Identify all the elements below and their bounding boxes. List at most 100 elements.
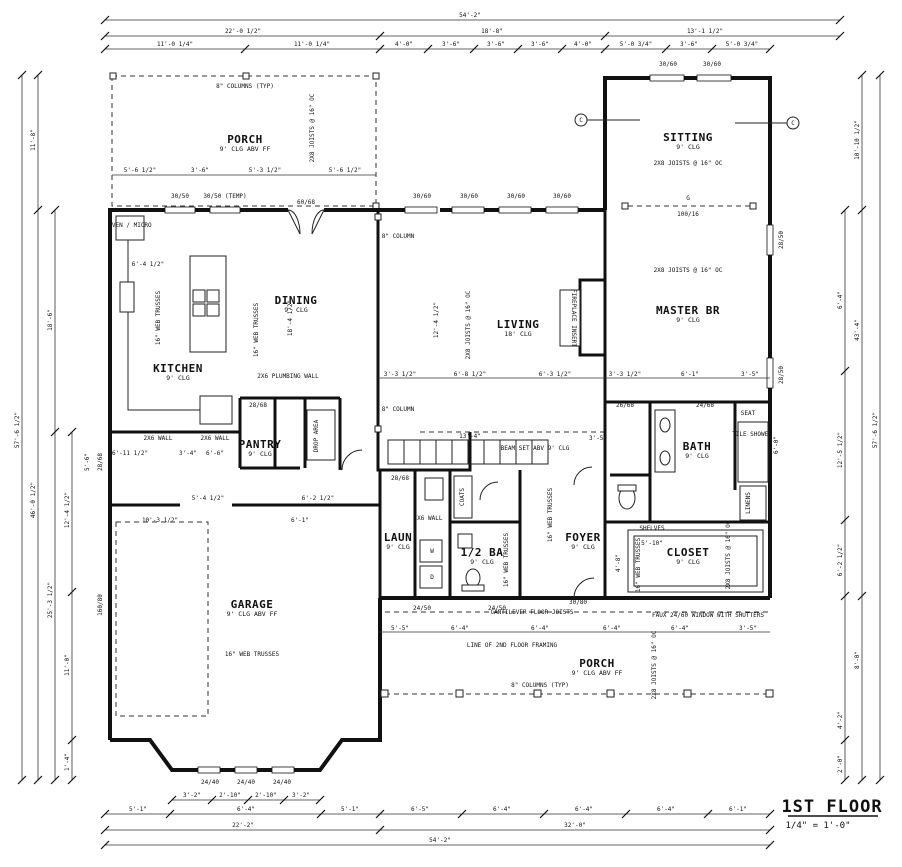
note-joists-living: 2X8 JOISTS @ 16" OC [465, 290, 472, 359]
dim-int-s3: 12'-4 1/2" [433, 302, 440, 338]
win-liv2: 30/60 [460, 193, 478, 200]
dim-int-k4: 6'-1" [291, 517, 309, 524]
oven [115, 215, 145, 241]
room-laun: LAUN [384, 531, 413, 544]
dim-porch-c: 5'-3 1/2" [249, 167, 282, 174]
dim-int-l3: 6'-3 1/2" [539, 371, 572, 378]
win-mbr-side2: 28/50 [778, 366, 785, 384]
top-dimensions: 54'-2" 22'-0 1/2" 18'-8" 13'-1 1/2" 11'-… [100, 12, 845, 68]
top-porch: 8" COLUMNS (TYP) PORCH 9' CLG ABV FF 2X8… [109, 72, 571, 210]
dim-int-f4: 6'-4" [671, 625, 689, 632]
note-coats: COATS [459, 488, 466, 506]
dim-porch-d: 5'-6 1/2" [329, 167, 362, 174]
porch-column [372, 72, 380, 80]
dim-left-g: 5'-6" [84, 453, 91, 471]
win-front2: 24/50 [488, 605, 506, 612]
room-kitchen: KITCHEN [153, 362, 203, 375]
dim-int-k1: 5'-4 1/2" [192, 495, 225, 502]
room-bath-clg: 9' CLG [685, 452, 709, 460]
win-gar-bot1: 24/40 [201, 779, 219, 786]
dim-left-d: 12'-4 1/2" [64, 492, 71, 528]
dim-int-k3: 10'-3 1/2" [142, 517, 178, 524]
dim-bot-b5: 6'-1" [729, 806, 747, 813]
note-cantilever: CANTILEVER FLOOR JOISTS [490, 609, 573, 616]
dim-left-a: 11'-8" [30, 129, 37, 151]
dim-top-a1: 11'-0 1/4" [157, 41, 193, 48]
room-porch-top-clg: 9' CLG ABV FF [220, 145, 271, 153]
win-liv4: 30/60 [553, 193, 571, 200]
dim-int-s9: 4'-8" [615, 554, 622, 572]
right-dimensions: 57'-6 1/2" 10'-10 1/2" 43'-4" 8'-0" 6'-4… [778, 70, 885, 785]
left-dimensions: 57'-6 1/2" 11'-8" 46'-0 1/2" 18'-6" 25'-… [14, 70, 104, 785]
room-living-clg: 18' CLG [504, 330, 531, 338]
note-closet-trusses: 16" WEB TRUSSES [635, 538, 642, 593]
room-laun-clg: 9' CLG [386, 543, 410, 551]
window-g: G [686, 195, 690, 202]
win-garage-door: 160/80 [97, 594, 104, 616]
room-garage: GARAGE [231, 598, 274, 611]
dim-int-m3: 3'-5" [741, 371, 759, 378]
dim-top-c3: 5'-0 3/4" [726, 41, 759, 48]
dim-int-f1: 5'-5" [391, 625, 409, 632]
room-half-bath-clg: 9' CLG [470, 558, 494, 566]
room-sitting-clg: 9' CLG [676, 143, 700, 151]
note-2x6-wall-a: 2X6 WALL [144, 435, 173, 442]
room-foyer-clg: 9' CLG [571, 543, 595, 551]
master-bedroom: 2X8 JOISTS @ 16" OC MASTER BR 9' CLG FIR… [559, 210, 770, 404]
dim-bot-a3: 5'-1" [341, 806, 359, 813]
note-joists-closet: 2X8 JOISTS @ 16" OC [725, 520, 732, 589]
note-column-b: 8" COLUMN [382, 406, 415, 413]
win-front3: 30/80 [569, 599, 587, 606]
dim-bot-a2: 6'-4" [237, 806, 255, 813]
windows-north [164, 74, 774, 774]
win-gar-bot2: 24/40 [237, 779, 255, 786]
dim-right-g: 4'-2" [837, 711, 844, 729]
note-2x6-wall-b: 2X6 WALL [201, 435, 230, 442]
win-bath: 24/68 [696, 402, 714, 409]
dim-right-b: 43'-4" [854, 319, 861, 341]
dim-top-b3: 3'-6" [487, 41, 505, 48]
kitchen: OVEN / MICRO 16" WEB TRUSSES KITCHEN 9' … [108, 215, 240, 457]
dim-int-f5: 3'-5" [589, 435, 607, 442]
porch-column [109, 72, 117, 80]
dim-int-f3: 6'-4" [603, 625, 621, 632]
dim-top-b1: 4'-0" [395, 41, 413, 48]
note-dining-trusses: 16" WEB TRUSSES [253, 303, 260, 358]
note-shelves: SHELVES [639, 525, 665, 532]
dim-bot-b1: 6'-5" [411, 806, 429, 813]
note-joists-porch: 2X8 JOISTS @ 16" OC [309, 93, 316, 162]
dim-left-h: 1'-4" [64, 753, 71, 771]
note-kitchen-trusses: 16" WEB TRUSSES [155, 291, 162, 346]
room-porch-front: PORCH [579, 657, 615, 670]
dim-top-b4: 3'-6" [531, 41, 549, 48]
title-main: 1ST FLOOR [781, 797, 882, 817]
dim-bot-total: 54'-2" [429, 837, 451, 844]
dim-left-b: 18'-6" [47, 309, 54, 331]
dim-right-a: 10'-10 1/2" [854, 120, 861, 160]
win-bath2: 26/68 [616, 402, 634, 409]
dim-left-e: 25'-3 1/2" [47, 582, 54, 618]
dining-pantry: DINING 9' CLG 16" WEB TRUSSES 18'-4 1/2"… [110, 294, 380, 524]
title-scale: 1/4" = 1'-0" [785, 821, 850, 831]
win-liv1: 30/60 [413, 193, 431, 200]
dim-left-f: 11'-0" [64, 654, 71, 676]
dim-top-c2: 3'-6" [680, 41, 698, 48]
dim-top-a: 22'-0 1/2" [225, 28, 261, 35]
dim-top-b: 18'-8" [481, 28, 503, 35]
note-columns-top: 8" COLUMNS (TYP) [216, 83, 274, 90]
dim-right-total: 57'-6 1/2" [872, 412, 879, 448]
sitting-room: C C SITTING 9' CLG 2X8 JOISTS @ 16" OC G… [574, 113, 800, 218]
note-oven: OVEN / MICRO [108, 222, 152, 229]
note-plumbing-wall: 2X6 PLUMBING WALL [257, 373, 319, 380]
win-dining-door: 60/68 [297, 199, 315, 206]
dim-int-m2: 6'-1" [681, 371, 699, 378]
note-halfbath-trusses: 16" WEB TRUSSES [503, 533, 510, 588]
drawing-title: 1ST FLOOR 1/4" = 1'-0" [781, 797, 882, 831]
note-2x6-wall-c: 2X6 WALL [414, 515, 443, 522]
front-porch: 5'-5" 6'-4" 6'-4" 6'-4" 6'-4" 3'-5" 24/5… [380, 599, 774, 699]
dim-int-s6: 3'-4" [179, 450, 197, 457]
win-mbr-side1: 28/50 [778, 231, 785, 249]
dim-top-c1: 5'-0 3/4" [620, 41, 653, 48]
dim-int-k2: 6'-2 1/2" [302, 495, 335, 502]
